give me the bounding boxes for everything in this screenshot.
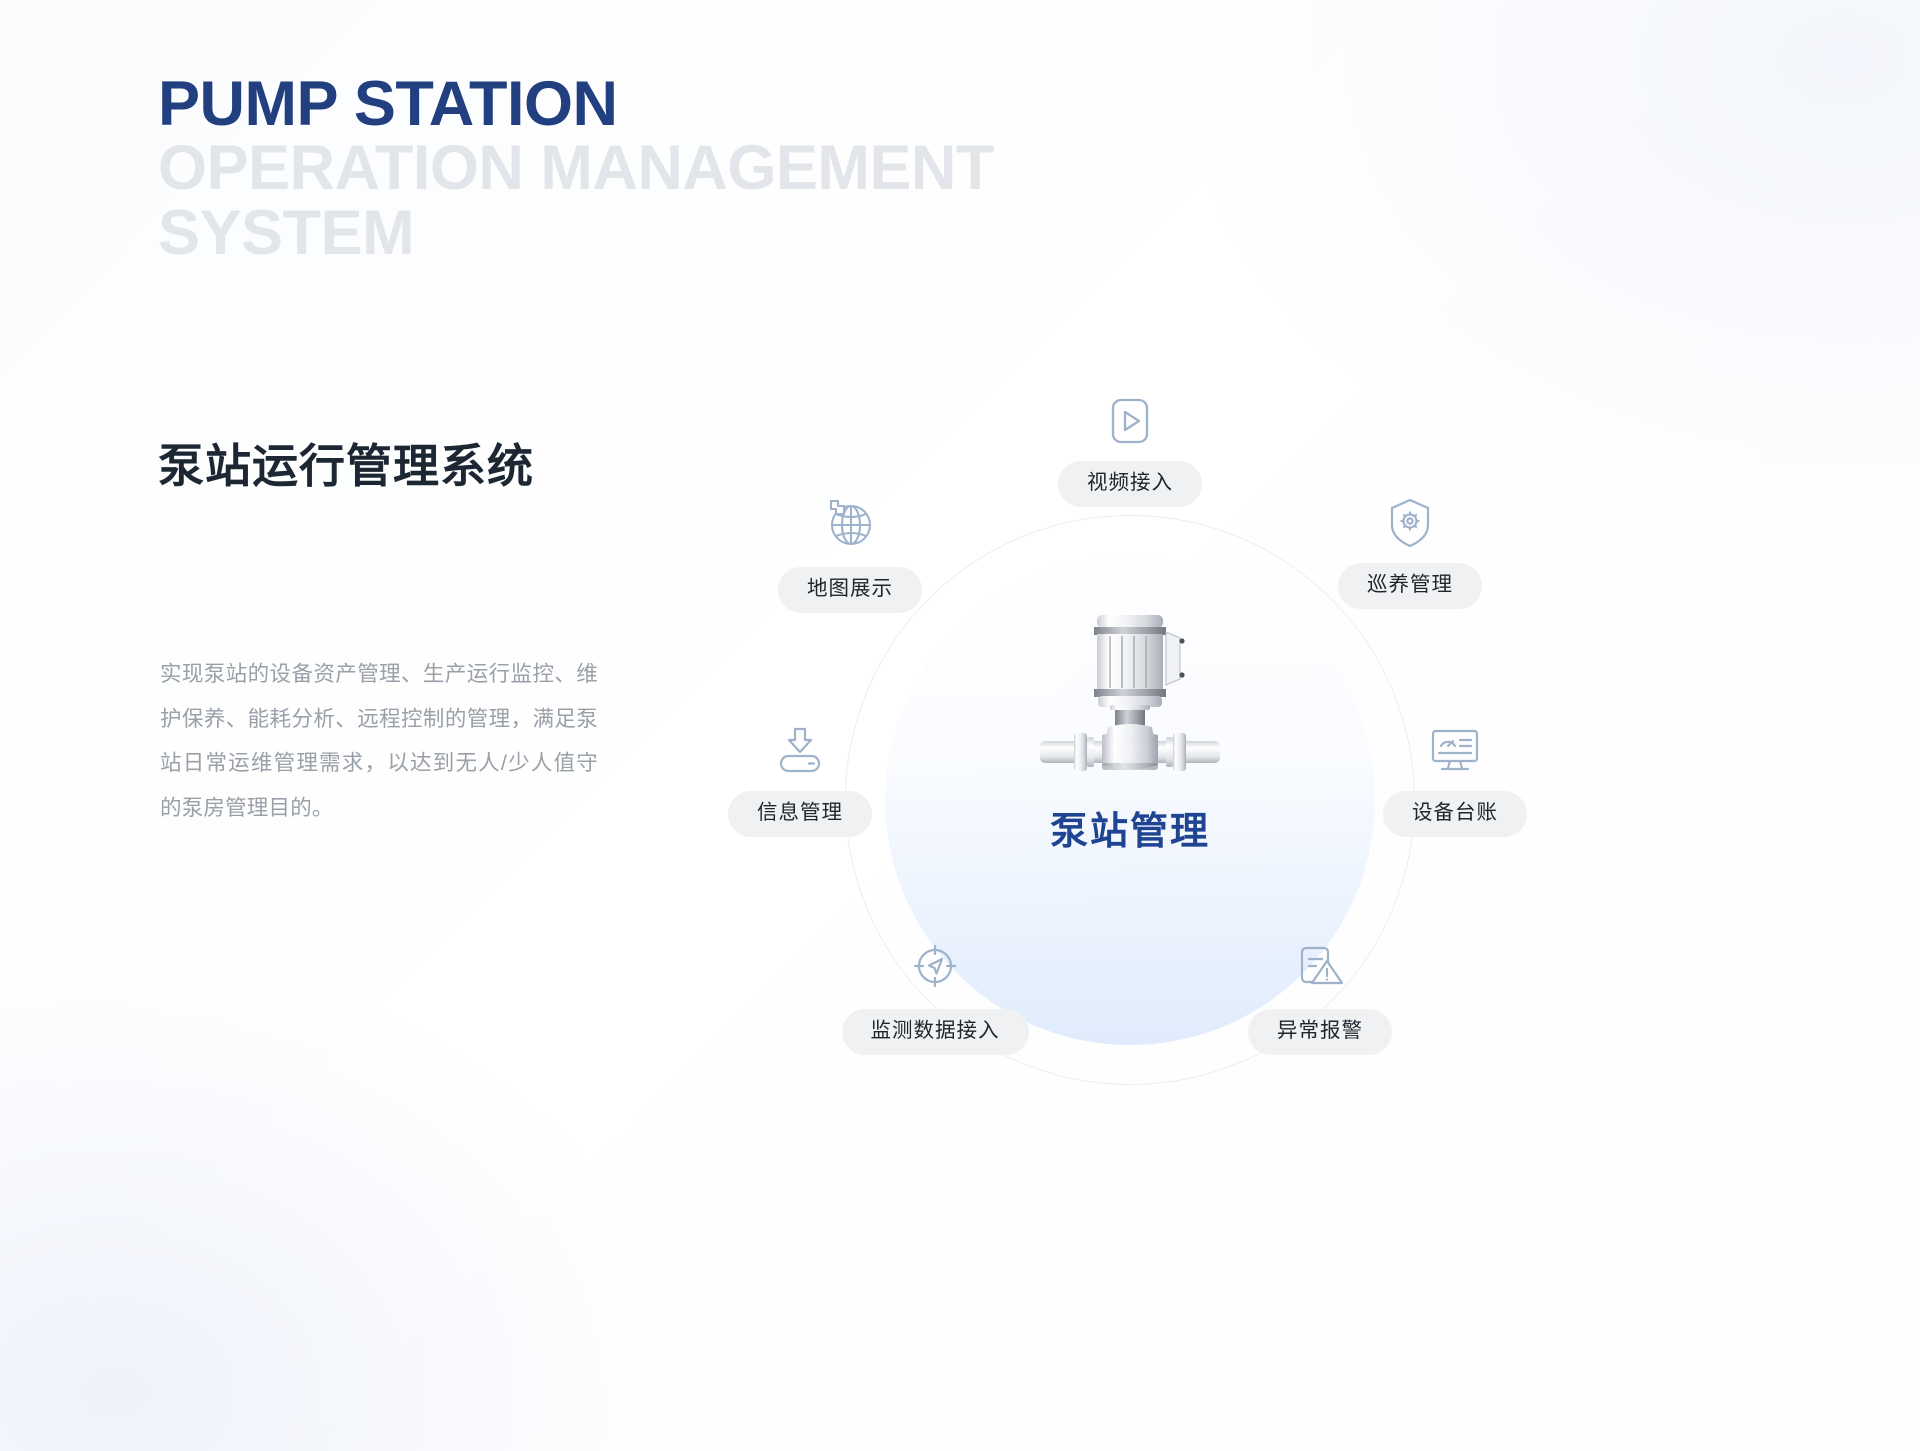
monitor-dashboard-icon [1295,720,1615,787]
node-label[interactable]: 信息管理 [728,791,872,837]
node-label[interactable]: 巡养管理 [1338,563,1482,609]
shield-gear-icon [1250,492,1570,559]
node-label[interactable]: 异常报警 [1248,1009,1392,1055]
title-line-2: OPERATION MANAGEMENT [158,133,994,204]
node-label[interactable]: 视频接入 [1058,461,1202,507]
node-label[interactable]: 监测数据接入 [841,1009,1029,1055]
page-description: 实现泵站的设备资产管理、生产运行监控、维护保养、能耗分析、远程控制的管理，满足泵… [160,662,598,821]
video-play-icon [960,390,1300,457]
node-information-management[interactable]: 信息管理 [640,720,960,837]
download-storage-icon [640,720,960,787]
hero-text-block: PUMP STATION OPERATION MANAGEMENT SYSTEM… [158,72,1218,820]
node-label[interactable]: 设备台账 [1383,791,1527,837]
pump-machine-icon [885,605,1375,790]
diagram-center: 泵站管理 [885,605,1375,855]
node-maintenance-management[interactable]: 巡养管理 [1250,492,1570,609]
title-line-3: SYSTEM [158,197,415,268]
capability-wheel-diagram: 泵站管理 视频接入 [660,390,1900,1400]
page-title-chinese: 泵站运行管理系统 [158,440,534,492]
node-map-display[interactable]: 地图展示 [690,492,1010,613]
document-warning-icon [1160,938,1480,1005]
node-label[interactable]: 地图展示 [778,567,922,613]
page-title-english: PUMP STATION OPERATION MANAGEMENT SYSTEM [158,72,1218,265]
node-abnormal-alarm[interactable]: 异常报警 [1160,938,1480,1055]
title-line-1: PUMP STATION [158,69,618,139]
node-monitoring-data-access[interactable]: 监测数据接入 [770,938,1100,1055]
center-label: 泵站管理 [1049,811,1210,853]
node-video-access[interactable]: 视频接入 [960,390,1300,507]
globe-map-icon [690,492,1010,563]
node-equipment-ledger[interactable]: 设备台账 [1295,720,1615,837]
compass-navigation-icon [770,938,1100,1005]
